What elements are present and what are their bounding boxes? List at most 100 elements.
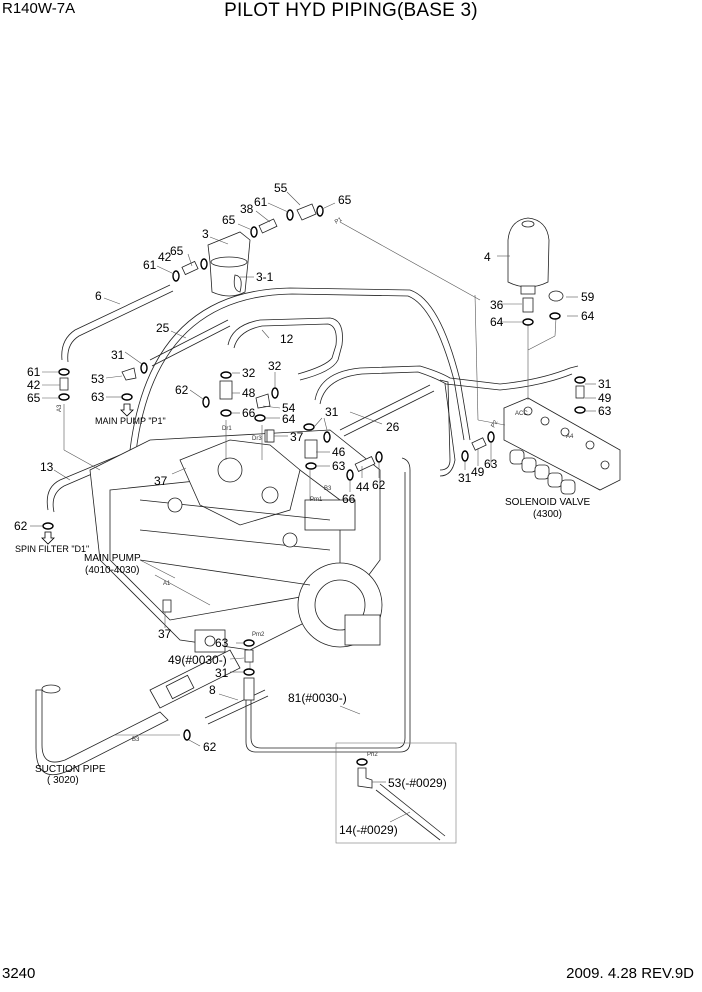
part-label: 62 [14,519,28,533]
part-label: 3 [202,227,209,241]
part-label: 48 [242,386,256,400]
part-label: 65 [338,193,352,207]
part-label: 8 [209,683,216,697]
part-label: 59 [581,290,595,304]
part-label: 61 [27,365,41,379]
part-label: 65 [170,244,184,258]
pipe-14-lower [439,379,456,477]
part-label: 38 [240,202,254,216]
port-label: P2 [491,419,500,429]
pipe-13 [46,454,123,513]
part-label: 49 [598,391,612,405]
part-label: 63 [484,457,498,471]
port-label: Dr3 [252,436,262,442]
part-label: 31 [458,471,472,485]
part-label: 31 [111,348,125,362]
part-label: 26 [386,420,400,434]
part-label: 53 [91,372,105,386]
port-label: Dr1 [222,426,232,432]
port-label: A3 [57,404,63,412]
suction-pipe-note: SUCTION PIPE [35,764,106,775]
part-label: 6 [95,289,102,303]
part-label: 55 [274,181,288,195]
pipe-81 [245,457,411,753]
port-labels: P1 A3 Dr1 Dr3 B3 Pm1 Pm2 P2 A4 ACC Pn2 B… [57,217,574,758]
part-label: 54 [282,401,296,415]
pipe-8 [204,689,269,725]
part-label: 61 [254,195,268,209]
part-label: 53(-#0029) [388,776,447,790]
part-label: 46 [332,445,346,459]
part-label: 25 [156,321,170,335]
solenoid-valve-ref-note: (4300) [533,509,562,520]
part-label: 12 [280,332,294,346]
port-label: B3 [324,486,332,492]
leader-lines [63,221,557,736]
part-label: 62 [175,383,189,397]
main-pump-note: MAIN PUMP [84,553,141,564]
pipe-12 [227,317,343,381]
page-number: 3240 [2,965,36,982]
port-label: A4 [566,434,574,440]
pipe-25 [149,319,231,367]
part-label: 37 [290,430,304,444]
part-label: 64 [490,315,504,329]
port-label: P1 [334,217,344,226]
page-title: PILOT HYD PIPING(BASE 3) [224,0,478,21]
suction-pipe-ref-note: ( 3020) [47,775,79,786]
pilot-filter-part [207,231,251,297]
part-label: 61 [143,258,157,272]
part-label: 42 [27,378,41,392]
annotations: MAIN PUMP "P1" SPIN FILTER "D1" MAIN PUM… [15,416,591,786]
part-label: 66 [242,406,256,420]
part-label: 65 [222,213,236,227]
part-label: 36 [490,298,504,312]
port-label: A1 [163,581,171,587]
part-label: 49 [471,465,485,479]
spin-filter-d1-note: SPIN FILTER "D1" [15,544,89,554]
revision-date: 2009. 4.28 REV.9D [566,965,694,982]
port-label: ACC [515,411,528,417]
inset-box [335,742,457,844]
main-pump-ref-note: (4010-4030) [85,565,139,576]
pipe-to-solenoid [314,365,579,405]
part-label: 66 [342,492,356,506]
part-label: 13 [40,460,54,474]
port-label: B3 [132,737,140,743]
accumulator-part [507,217,550,295]
part-label: 49(#0030-) [168,653,227,667]
solenoid-valve-note: SOLENOID VALVE [505,497,591,508]
part-label: 62 [203,740,217,754]
solenoid-valve-block [503,397,621,495]
part-label: 63 [598,404,612,418]
part-label: 44 [356,480,370,494]
part-label: 63 [91,390,105,404]
part-label: 31 [215,666,229,680]
part-label: 64 [581,309,595,323]
fittings [42,203,586,741]
main-pump-p1-note: MAIN PUMP "P1" [95,416,166,426]
port-label: Pn2 [367,752,378,758]
part-label: 63 [215,636,229,650]
part-number-labels: 55 61 38 65 65 3 65 42 61 3-1 6 25 12 4 … [14,181,612,837]
part-label: 4 [484,250,491,264]
part-label: 81(#0030-) [288,691,347,705]
part-label: 65 [27,391,41,405]
part-label: 37 [154,474,168,488]
port-label: Pm1 [310,497,323,503]
part-label: 32 [268,359,282,373]
part-label: 63 [332,459,346,473]
label-leaders [30,191,596,823]
part-label: 64 [282,412,296,426]
part-label: 3-1 [256,270,274,284]
pipe-26 [339,384,435,437]
pipe-p1-loop [129,287,471,453]
suction-pipe-part [35,649,241,776]
part-label: 31 [598,377,612,391]
part-label: 31 [325,405,339,419]
main-pump-body [89,429,383,653]
part-label: 14(-#0029) [339,823,398,837]
model-code: R140W-7A [2,0,76,17]
port-label: Pm2 [252,632,265,638]
